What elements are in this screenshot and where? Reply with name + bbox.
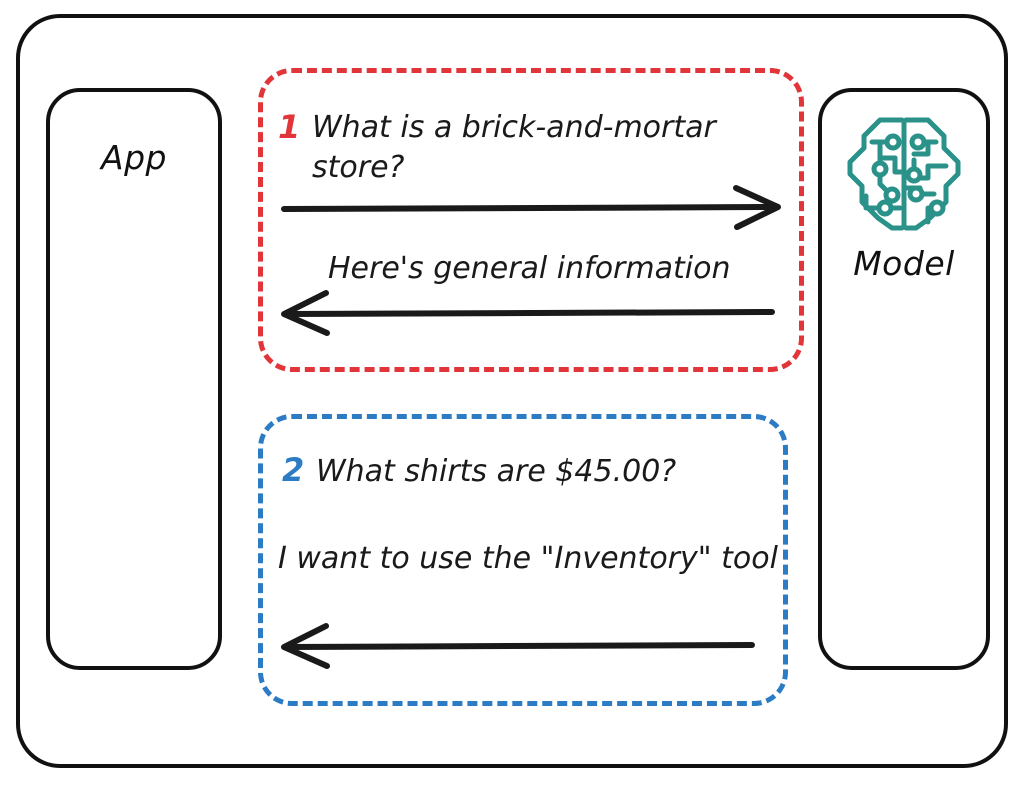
app-column: App	[46, 88, 222, 670]
model-column: Model	[818, 88, 990, 670]
app-label: App	[101, 138, 167, 177]
model-label: Model	[853, 244, 955, 283]
exchange-2-request-text: What shirts are $45.00?	[316, 454, 677, 489]
exchange-1-response-text: Here's general information	[328, 251, 731, 286]
exchange-1-request-text: What is a brick-and-mortar store?	[312, 110, 726, 185]
exchange-box-1	[258, 68, 804, 372]
ai-brain-circuit-icon	[842, 110, 966, 238]
step-number-2: 2	[282, 451, 305, 489]
exchange-box-2	[258, 414, 788, 706]
exchange-2-response-text: I want to use the "Inventory" tool	[278, 541, 778, 576]
step-number-1: 1	[278, 108, 301, 146]
